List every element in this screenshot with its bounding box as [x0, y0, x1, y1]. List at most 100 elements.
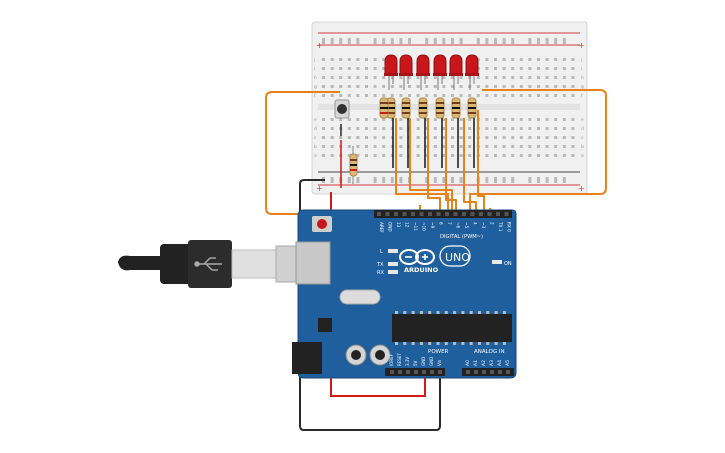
row-letter: e	[581, 118, 584, 123]
row-letter: a	[314, 154, 317, 159]
wire-ground	[299, 179, 441, 431]
row-letter: c	[314, 136, 317, 141]
digital-pin-label: ~6	[456, 222, 461, 229]
resistor	[435, 97, 445, 119]
row-letter: d	[581, 126, 584, 132]
power-jack	[292, 342, 322, 374]
crystal-oscillator	[339, 289, 381, 305]
power-pin-label: GND	[421, 357, 426, 366]
power-pin-label: IOREF	[389, 353, 394, 366]
led-red	[416, 54, 430, 76]
digital-pin-label: 13	[396, 222, 401, 228]
row-letter: j	[313, 57, 315, 63]
arduino-logo-text: ARDUINO	[404, 266, 439, 274]
resistor	[401, 97, 411, 119]
digital-pin-label: TX 1	[498, 221, 503, 232]
analog-label: ANALOG IN	[474, 349, 505, 355]
digital-pin-label: 2	[490, 222, 495, 225]
row-letter: h	[581, 75, 584, 81]
svg-text:+: +	[578, 41, 585, 50]
reset-button-cap[interactable]	[317, 219, 327, 229]
power-pin-label: Vin	[437, 359, 442, 366]
usb-icon	[194, 257, 222, 271]
row-letter: d	[314, 126, 317, 132]
resistor-group	[379, 97, 477, 119]
wire-right-loop	[469, 89, 607, 215]
row-letter: h	[314, 75, 317, 81]
wire-led-1	[395, 118, 449, 214]
row-letter: a	[581, 154, 584, 159]
row-letter: g	[314, 85, 317, 90]
digital-pin-label: ~11	[413, 222, 418, 231]
pushbutton[interactable]	[334, 99, 350, 119]
analog-pin-label: A3	[489, 360, 495, 366]
wire-button-loop	[265, 91, 421, 215]
digital-pin-label: ~9	[430, 222, 435, 229]
digital-pin-label: ~5	[464, 222, 469, 229]
rail-plus-label: +	[316, 41, 323, 50]
usb-port	[295, 241, 331, 285]
analog-pin-label: A5	[505, 360, 511, 366]
svg-text:+: +	[578, 184, 585, 193]
power-pin-label: 3.3V	[405, 357, 410, 366]
row-letter: j	[580, 57, 582, 63]
resistor	[467, 97, 477, 119]
row-letter: b	[581, 144, 584, 150]
svg-text:+: +	[316, 184, 323, 193]
row-letter: i	[314, 66, 315, 72]
digital-pin-label: RX 0	[507, 222, 512, 232]
led-red	[449, 54, 463, 76]
digital-pin-label: 4	[473, 222, 478, 225]
power-pin-label: RESET	[397, 353, 402, 366]
led-red	[433, 54, 447, 76]
led-red	[384, 54, 398, 76]
digital-pin-label: AREF	[379, 222, 384, 233]
usb-plug-body	[160, 244, 196, 284]
usb-cable	[118, 240, 307, 288]
wire-led-6	[477, 110, 485, 214]
analog-header	[462, 368, 514, 376]
power-label: POWER	[428, 349, 449, 355]
digital-header	[374, 210, 512, 218]
l-label: L	[380, 249, 383, 255]
row-letter: f	[581, 93, 583, 99]
analog-pin-label: A0	[465, 360, 471, 366]
row-letter: b	[314, 144, 317, 150]
power-pin-label: GND	[429, 357, 434, 366]
led-red	[465, 54, 479, 76]
row-letter: i	[581, 66, 582, 72]
atmega-chip	[392, 314, 512, 342]
resistor	[418, 97, 428, 119]
digital-pin-label: ~3	[481, 222, 486, 229]
tx-label: TX	[376, 262, 384, 268]
digital-pin-label: ~10	[422, 222, 427, 231]
power-pin-label: 5V	[413, 360, 418, 366]
uno-text: UNO	[445, 251, 470, 264]
pulldown-resistor	[349, 146, 358, 184]
digital-pin-label: GND	[388, 222, 393, 232]
led-legs	[388, 76, 475, 168]
wire-led-4	[445, 118, 457, 210]
digital-pin-label: 7	[447, 222, 452, 225]
analog-pin-label: A2	[481, 360, 487, 366]
analog-pin-label: A4	[497, 360, 503, 366]
analog-pin-label: A1	[473, 360, 479, 366]
resistor	[451, 97, 461, 119]
digital-label: DIGITAL (PWM~)	[440, 234, 483, 240]
row-letter: c	[581, 136, 584, 141]
rx-label: RX	[377, 270, 384, 276]
row-letter: f	[314, 93, 316, 99]
row-letter: e	[314, 118, 317, 123]
digital-pin-label: 8	[439, 222, 444, 225]
resistor	[379, 97, 389, 119]
arduino-logo-icon	[399, 249, 435, 265]
led-group	[384, 54, 479, 76]
row-letter: g	[581, 85, 584, 90]
voltage-regulator	[318, 318, 332, 332]
